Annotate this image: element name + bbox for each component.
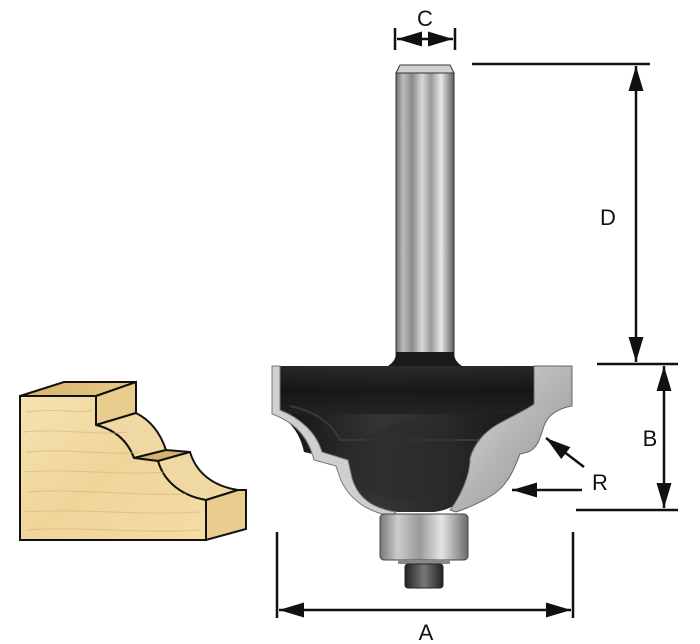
cutter-body: [272, 366, 549, 512]
shank: [395, 64, 455, 356]
dimension-label-b: B: [643, 426, 658, 451]
dimension-label-c: C: [417, 6, 433, 31]
router-bit: [271, 64, 573, 589]
carbide-cutting-edge: [449, 365, 573, 513]
wood-profile-sample: [19, 380, 247, 542]
bearing: [379, 513, 469, 589]
dimension-label-a: A: [419, 620, 434, 644]
dimension-label-d: D: [600, 205, 616, 230]
dimension-lines: [275, 28, 678, 618]
dimension-label-r: R: [592, 470, 608, 495]
